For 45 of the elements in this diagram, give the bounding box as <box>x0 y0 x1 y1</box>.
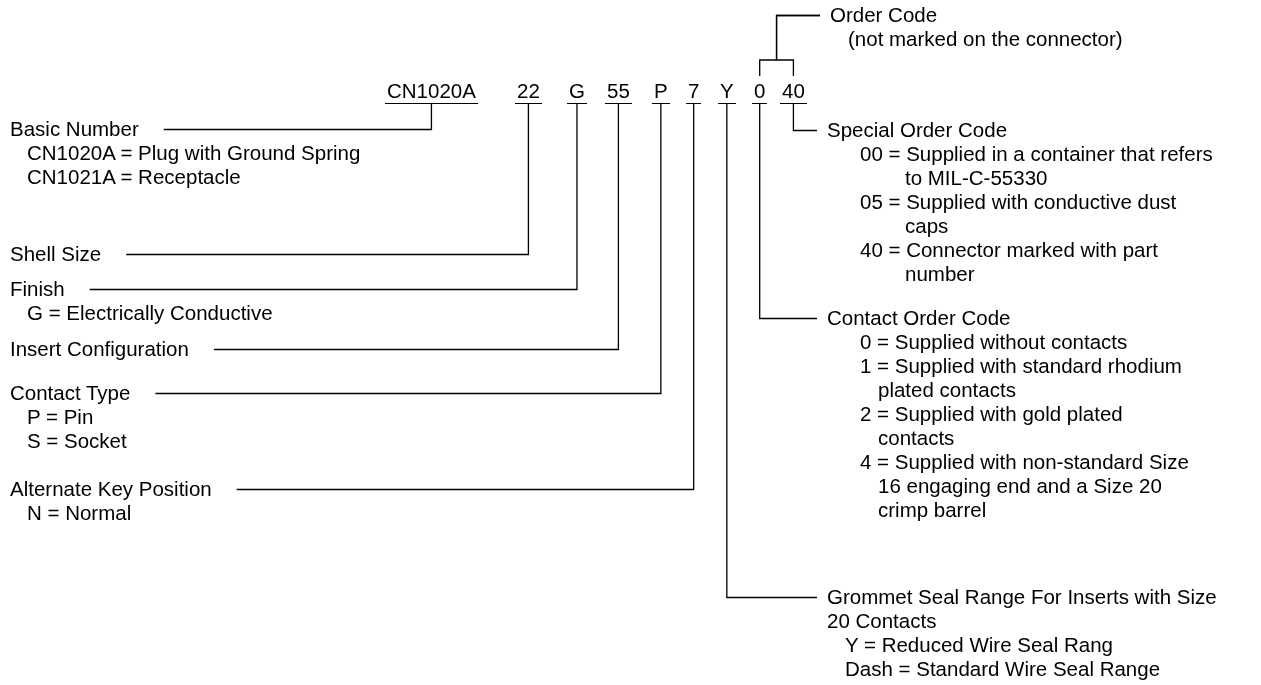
field-heading: Basic Number <box>10 117 139 141</box>
code-definition: 05 = Supplied with conductive dust caps <box>860 190 1178 238</box>
code-segment: Y <box>718 78 736 104</box>
leader-line <box>154 103 662 395</box>
code-definition: N = Normal <box>27 501 132 525</box>
code-segment: 0 <box>752 78 768 104</box>
field-heading: Insert Configuration <box>10 337 189 361</box>
leader-line <box>775 14 821 77</box>
code-segment: 7 <box>686 78 702 104</box>
code-definition: CN1020A = Plug with Ground Spring <box>27 141 361 165</box>
leader-line <box>89 103 578 291</box>
code-definition: Dash = Standard Wire Seal Range <box>845 657 1161 681</box>
field-heading: Grommet Seal Range For Inserts with Size 20 Contacts <box>827 585 1218 633</box>
code-definition: Y = Reduced Wire Seal Rang <box>845 633 1113 657</box>
field-heading: Order Code <box>830 3 938 27</box>
code-segment: 55 <box>605 78 632 104</box>
leader-line <box>125 103 530 256</box>
field-heading: Shell Size <box>10 242 102 266</box>
code-definition: 00 = Supplied in a container that refers to MIL-C-55330 <box>860 142 1214 190</box>
leader-line <box>792 103 818 132</box>
code-definition: 2 = Supplied with gold plated contacts <box>860 402 1124 450</box>
code-segment: G <box>567 78 587 104</box>
field-heading: Special Order Code <box>827 118 1008 142</box>
code-definition: 1 = Supplied with standard rhodium plated contacts <box>860 354 1183 402</box>
field-heading: Alternate Key Position <box>10 477 212 501</box>
field-heading: Contact Type <box>10 381 131 405</box>
leader-line <box>759 103 818 320</box>
leader-line <box>163 103 433 131</box>
code-segment: P <box>652 78 670 104</box>
leader-line <box>213 103 620 351</box>
field-heading: Finish <box>10 277 65 301</box>
code-definition: 0 = Supplied without contacts <box>860 330 1128 354</box>
code-segment: 22 <box>515 78 542 104</box>
leader-line <box>236 103 695 491</box>
note-text: (not marked on the connector) <box>848 27 1123 51</box>
code-definition: 4 = Supplied with non-standard Size 16 engaging end and a Size 20 crimp barrel <box>860 450 1190 522</box>
code-segment: CN1020A <box>385 78 478 104</box>
code-definition: G = Electrically Conductive <box>27 301 273 325</box>
leader-line <box>726 103 818 599</box>
code-definition: S = Socket <box>27 429 127 453</box>
code-segment: 40 <box>780 78 807 104</box>
field-heading: Contact Order Code <box>827 306 1011 330</box>
code-definition: P = Pin <box>27 405 94 429</box>
code-definition: 40 = Connector marked with part number <box>860 238 1159 286</box>
code-definition: CN1021A = Receptacle <box>27 165 241 189</box>
